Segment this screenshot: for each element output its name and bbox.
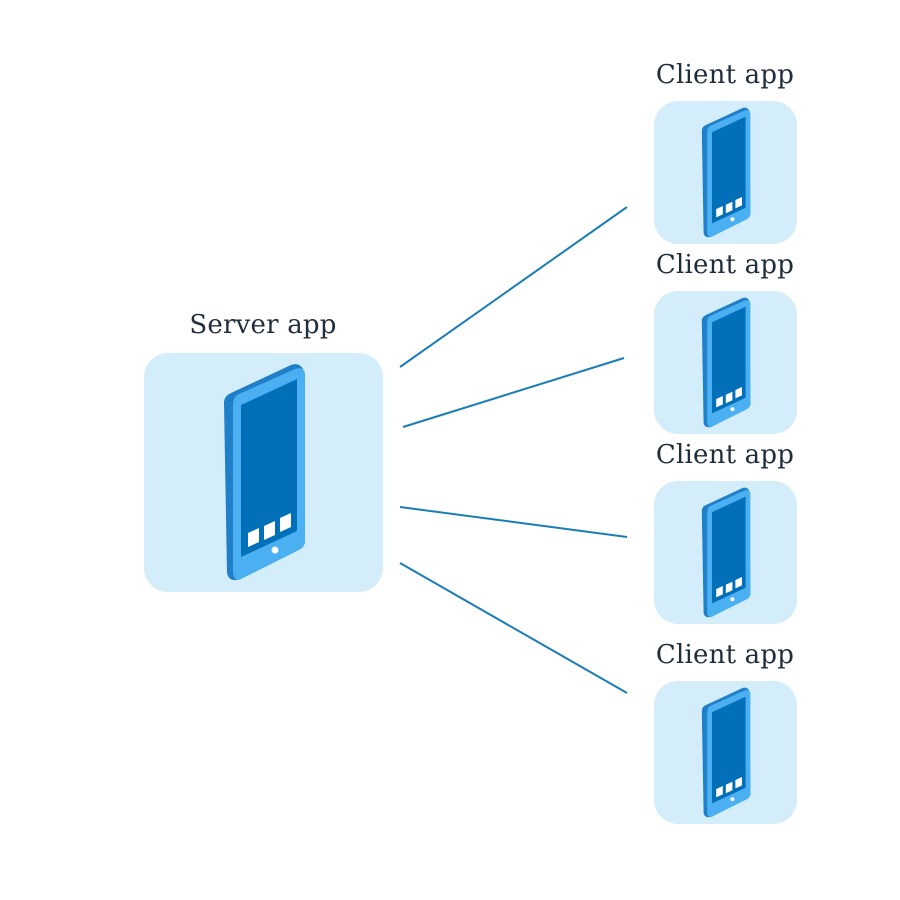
client-label: Client app: [655, 60, 795, 90]
client-label: Client app: [655, 250, 795, 280]
smartphone-icon: [701, 297, 751, 428]
smartphone-icon: [701, 107, 751, 238]
client-node: [654, 481, 797, 624]
smartphone-icon: [224, 364, 305, 581]
server-node: [144, 353, 383, 592]
client-node: [654, 101, 797, 244]
connector-line-1: [399, 206, 628, 368]
server-label: Server app: [189, 310, 337, 340]
connector-line-4: [399, 562, 628, 694]
client-label: Client app: [655, 440, 795, 470]
smartphone-icon: [701, 487, 751, 618]
smartphone-icon: [701, 687, 751, 818]
client-label: Client app: [655, 640, 795, 670]
connector-line-3: [399, 506, 628, 538]
client-node: [654, 291, 797, 434]
connector-line-2: [402, 357, 625, 428]
client-node: [654, 681, 797, 824]
